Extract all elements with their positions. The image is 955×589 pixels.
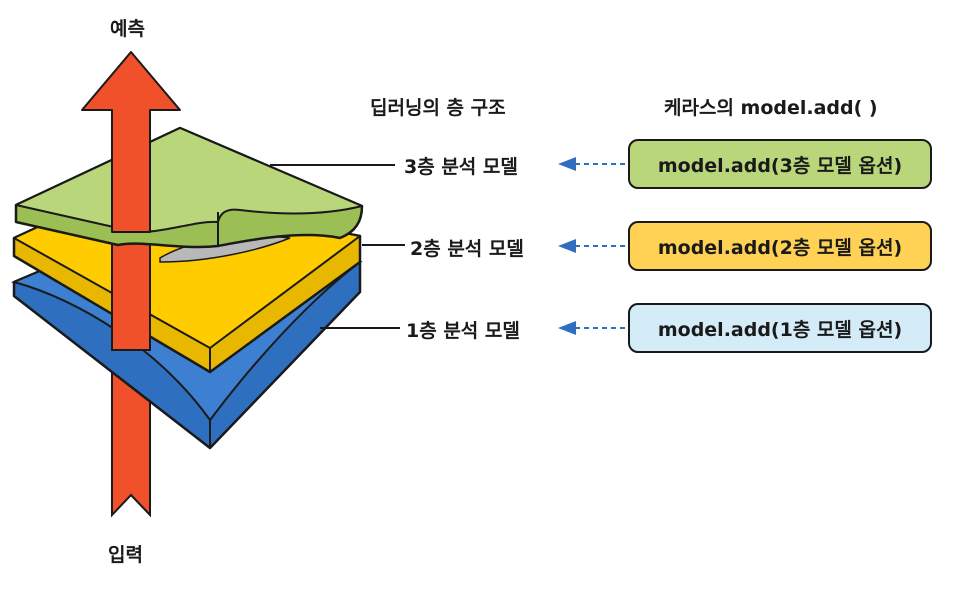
model-add-layer-2-box: model.add(2층 모델 옵션) bbox=[628, 221, 932, 271]
model-add-layer-1-box: model.add(1층 모델 옵션) bbox=[628, 303, 932, 353]
deep-learning-layers-heading: 딥러닝의 층 구조 bbox=[370, 97, 506, 119]
keras-model-add-heading: 케라스의 model.add( ) bbox=[664, 97, 878, 119]
layer-3-green bbox=[14, 126, 364, 249]
layer-1-label: 1층 분석 모델 bbox=[406, 320, 520, 342]
dashed-arrow-3 bbox=[558, 157, 628, 171]
dashed-arrow-2 bbox=[558, 239, 628, 253]
layer-3-label: 3층 분석 모델 bbox=[404, 156, 518, 178]
layer-2-label: 2층 분석 모델 bbox=[410, 238, 524, 260]
predict-label: 예측 bbox=[110, 18, 145, 40]
model-add-layer-3-box: model.add(3층 모델 옵션) bbox=[628, 139, 932, 189]
arrow-mid-section bbox=[111, 231, 151, 351]
predict-arrow-head bbox=[81, 51, 181, 233]
dashed-arrow-1 bbox=[558, 321, 628, 335]
input-label: 입력 bbox=[108, 544, 143, 566]
